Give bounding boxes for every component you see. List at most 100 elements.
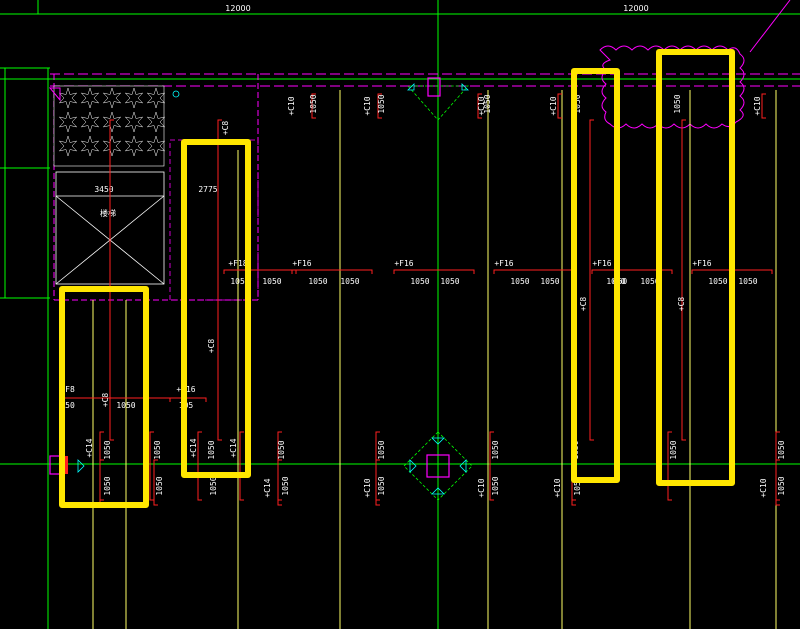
revision-cloud (599, 45, 745, 129)
rebar-label: +F16 (692, 259, 711, 268)
rebar-label: 1050 (103, 476, 112, 495)
hatch-star (146, 87, 166, 109)
rebar-label: 50 (65, 401, 75, 410)
rebar-label: 1050 (640, 277, 659, 286)
rebar-label: +C10 (287, 96, 296, 115)
highlight-box-3[interactable] (571, 68, 620, 483)
hatch-star (124, 111, 144, 133)
rebar-labels: +C10 +C10 +C10 +C10 +C10 1050 1050 1050 1050 1050… (65, 94, 786, 497)
rebar-label: +F16 (494, 259, 513, 268)
rebar-label: 1050 (377, 94, 386, 113)
rebar-bar (761, 93, 766, 119)
hatch-star (124, 87, 144, 109)
rebar-label: +C8 (207, 339, 216, 354)
rebar-label: 1050 (207, 440, 216, 459)
support-lines (92, 90, 777, 629)
hatch-star (146, 111, 166, 133)
hatch-star (102, 111, 122, 133)
rebar-label: +C8 (579, 297, 588, 312)
rebar-label: 1050 (440, 277, 459, 286)
rebar-label: F8 (65, 385, 75, 394)
rebar-label: 1050 (777, 440, 786, 459)
rebar-bar (375, 459, 380, 506)
hatch-star (58, 111, 78, 133)
rebar-label: 1050 (309, 94, 318, 113)
rebar-label: 1050 (209, 476, 218, 495)
rebar-label: 1050 (410, 277, 429, 286)
rebar-label: 1050 (491, 440, 500, 459)
rebar-label: 650 (613, 277, 628, 286)
rebar-label: 1050 (777, 476, 786, 495)
hatch-star (146, 135, 166, 157)
rebar-bar-horizontal (591, 269, 673, 274)
rebar-bar (217, 119, 222, 441)
rebar-label: 1050 (377, 476, 386, 495)
rebar-label: 1050 (573, 94, 582, 113)
rebar-bar (489, 431, 494, 501)
column-symbol-center (403, 431, 473, 501)
rebar-label: +C10 (753, 96, 762, 115)
rebar-marks (59, 93, 780, 506)
rebar-bar-horizontal (169, 397, 207, 402)
rebar-label: 1050 (103, 440, 112, 459)
rebar-bar-horizontal (223, 269, 297, 274)
rebar-bar (681, 119, 686, 441)
rebar-bar (153, 459, 158, 506)
rebar-label: +C14 (189, 438, 198, 457)
rebar-bar (557, 93, 562, 119)
rebar-label: 1050 (281, 476, 290, 495)
hatch-star (102, 87, 122, 109)
rebar-label: +F18 (228, 259, 247, 268)
rebar-label: +C10 (477, 478, 486, 497)
rebar-label: 1050 (738, 277, 757, 286)
zone-b-width: 2775 (198, 185, 217, 194)
rebar-label: 1050 (262, 277, 281, 286)
rebar-bar (775, 459, 780, 506)
rebar-label: +F16 (292, 259, 311, 268)
rebar-bar (377, 93, 382, 119)
rebar-label: 1050 (277, 440, 286, 459)
star-hatch (58, 87, 166, 157)
rebar-label: +C10 (477, 96, 486, 115)
dim-span-right: 12000 (623, 4, 648, 13)
rebar-label: +C14 (229, 438, 238, 457)
rebar-bar (589, 119, 594, 441)
rebar-bar-horizontal (393, 269, 475, 274)
rebar-bar (109, 119, 114, 441)
rebar-label: +C10 (549, 96, 558, 115)
column-symbol-top (407, 77, 469, 121)
hatch-star (58, 87, 78, 109)
highlight-box-1[interactable] (59, 286, 149, 508)
rebar-bar (149, 431, 154, 501)
rebar-bar (239, 431, 244, 501)
rebar-bar (311, 93, 316, 119)
rebar-label: 1050 (153, 440, 162, 459)
rebar-label: +C10 (363, 96, 372, 115)
rebar-bar (477, 93, 482, 119)
rebar-label: 1050 (573, 476, 582, 495)
rebar-label: +C10 (363, 478, 372, 497)
rebar-label: 1050 (510, 277, 529, 286)
highlight-box-4[interactable] (656, 49, 735, 486)
highlight-box-2[interactable] (181, 139, 251, 478)
rebar-label: +F16 (394, 259, 413, 268)
rebar-label: 1050 (340, 277, 359, 286)
rebar-label: 1050 (673, 94, 682, 113)
rebar-label: +F16 (592, 259, 611, 268)
rebar-label: 1050 (116, 401, 135, 410)
rebar-label: +C10 (553, 478, 562, 497)
highlight-boxes (59, 49, 735, 508)
hatched-zone (53, 85, 165, 167)
hatch-star (80, 135, 100, 157)
rebar-label: 1050 (491, 476, 500, 495)
rebar-bar (197, 431, 202, 501)
rebar-label: 1050 (308, 277, 327, 286)
rebar-label: +C14 (263, 478, 272, 497)
rebar-label: 1050 (230, 277, 249, 286)
rebar-bar-horizontal (291, 269, 373, 274)
rebar-label: 1050 (155, 476, 164, 495)
rebar-label: 1050 (708, 277, 727, 286)
rebar-label: 1050 (483, 94, 492, 113)
